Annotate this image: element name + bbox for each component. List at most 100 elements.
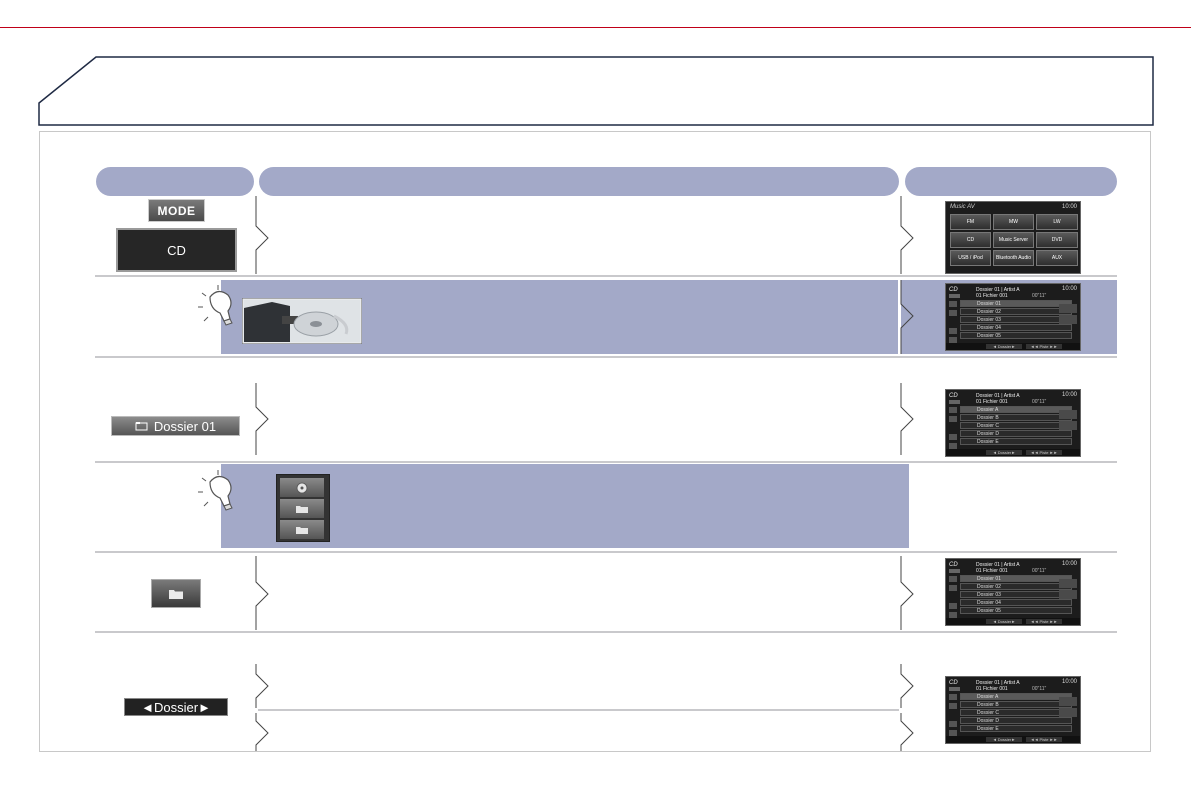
scroll-top-icon[interactable] — [949, 407, 957, 413]
screen-subfolder-list: CD Dossier 01 | Artist A 01 Fichier 001 … — [945, 389, 1081, 457]
timecode: 00"11" — [1032, 686, 1047, 692]
lightbulb-icon — [198, 285, 233, 326]
menu-item-fm[interactable]: FM — [950, 214, 991, 230]
menu-item-aux[interactable]: AUX — [1036, 250, 1078, 266]
folder-nav-button[interactable]: ◄ Dossier► — [986, 450, 1022, 455]
source-label: CD — [949, 287, 958, 293]
scroll-top-icon[interactable] — [949, 301, 957, 307]
scroll-down-icon[interactable] — [949, 434, 957, 440]
list-item[interactable]: Dossier 05 — [960, 607, 1072, 614]
scroll-top-icon[interactable] — [949, 694, 957, 700]
list-item[interactable]: Dossier 01 — [960, 575, 1072, 582]
list-item[interactable]: Dossier 03 — [960, 591, 1072, 598]
track-nav-button[interactable]: ◄◄ Piste ►► — [1026, 619, 1062, 624]
list-item[interactable]: Dossier E — [960, 438, 1072, 445]
list-item[interactable]: Dossier 02 — [960, 583, 1072, 590]
sub-row-separator — [258, 709, 899, 711]
scroll-down-icon[interactable] — [949, 328, 957, 334]
folder-button[interactable] — [151, 579, 201, 608]
disc-icon[interactable] — [1059, 304, 1077, 313]
menu-item-cd[interactable]: CD — [950, 232, 991, 248]
scroll-up-icon[interactable] — [949, 703, 957, 709]
source-label: CD — [949, 680, 958, 686]
folder-button[interactable] — [280, 520, 324, 539]
scroll-down-icon[interactable] — [949, 603, 957, 609]
cd-button[interactable]: CD — [116, 228, 237, 272]
mp3-badge — [949, 400, 960, 404]
list-item[interactable]: Dossier B — [960, 701, 1072, 708]
list-item[interactable]: Dossier E — [960, 725, 1072, 732]
track-info-line1: Dossier 01 | Artist A — [976, 287, 1020, 293]
chevron-right-icon — [900, 383, 914, 455]
list-item[interactable]: Dossier B — [960, 414, 1072, 421]
menu-item-mw[interactable]: MW — [993, 214, 1034, 230]
list-item[interactable]: Dossier C — [960, 709, 1072, 716]
menu-item-music-server[interactable]: Music Server — [993, 232, 1034, 248]
scroll-up-icon[interactable] — [949, 416, 957, 422]
track-info-line2: 01 Fichier 001 — [976, 399, 1008, 405]
folder-nav-button[interactable]: ◄ Dossier► — [986, 737, 1022, 742]
disc-button[interactable] — [280, 478, 324, 497]
folder-icon[interactable] — [1059, 315, 1077, 324]
mp3-badge — [949, 687, 960, 691]
folder-nav-button[interactable]: ◄ Dossier► — [986, 344, 1022, 349]
scroll-down-icon[interactable] — [949, 721, 957, 727]
row-separator — [95, 461, 1117, 463]
scroll-bottom-icon[interactable] — [949, 730, 957, 736]
track-nav-button[interactable]: ◄◄ Piste ►► — [1026, 344, 1062, 349]
source-label: CD — [949, 562, 958, 568]
list-item[interactable]: Dossier A — [960, 406, 1072, 413]
scroll-up-icon[interactable] — [949, 585, 957, 591]
icon-stack — [276, 474, 330, 542]
screen-time: 10:00 — [1061, 561, 1077, 567]
list-item[interactable]: Dossier C — [960, 422, 1072, 429]
screen-folder-list: CD Dossier 01 | Artist A 01 Fichier 001 … — [945, 283, 1081, 351]
list-item[interactable]: Dossier 01 — [960, 300, 1072, 307]
list-item[interactable]: Dossier 02 — [960, 308, 1072, 315]
track-info-line1: Dossier 01 | Artist A — [976, 393, 1020, 399]
track-info-line2: 01 Fichier 001 — [976, 568, 1008, 574]
screen-time: 10:00 — [1061, 286, 1077, 292]
list-item[interactable]: Dossier D — [960, 430, 1072, 437]
list-item[interactable]: Dossier 05 — [960, 332, 1072, 339]
track-nav-button[interactable]: ◄◄ Piste ►► — [1026, 450, 1062, 455]
disc-icon[interactable] — [1059, 697, 1077, 706]
folder-nav-button[interactable]: ◄ Dossier► — [986, 619, 1022, 624]
scroll-up-icon[interactable] — [949, 310, 957, 316]
source-label: CD — [949, 393, 958, 399]
menu-item-bluetooth-audio[interactable]: Bluetooth Audio — [993, 250, 1034, 266]
folder-button[interactable] — [280, 499, 324, 518]
menu-item-lw[interactable]: LW — [1036, 214, 1078, 230]
folder-icon[interactable] — [1059, 590, 1077, 599]
disc-icon[interactable] — [1059, 410, 1077, 419]
list-item[interactable]: Dossier 04 — [960, 324, 1072, 331]
scroll-bottom-icon[interactable] — [949, 443, 957, 449]
list-item[interactable]: Dossier 03 — [960, 316, 1072, 323]
row-separator — [95, 356, 1117, 358]
menu-item-dvd[interactable]: DVD — [1036, 232, 1078, 248]
folder-nav-button[interactable]: ◄Dossier► — [124, 698, 228, 716]
lightbulb-icon — [198, 470, 233, 511]
scroll-bottom-icon[interactable] — [949, 612, 957, 618]
menu-item-usb-ipod[interactable]: USB / iPod — [950, 250, 991, 266]
folder-icon — [296, 526, 308, 534]
chevron-right-icon — [255, 196, 269, 274]
screen-subfolder-list: CD Dossier 01 | Artist A 01 Fichier 001 … — [945, 676, 1081, 744]
track-nav-button[interactable]: ◄◄ Piste ►► — [1026, 737, 1062, 742]
folder-icon[interactable] — [1059, 421, 1077, 430]
disc-icon[interactable] — [1059, 579, 1077, 588]
scroll-bottom-icon[interactable] — [949, 337, 957, 343]
track-info-line2: 01 Fichier 001 — [976, 293, 1008, 299]
mode-button[interactable]: MODE — [148, 199, 205, 222]
scroll-top-icon[interactable] — [949, 576, 957, 582]
timecode: 00"11" — [1032, 293, 1047, 299]
list-item[interactable]: Dossier D — [960, 717, 1072, 724]
mp3-badge — [949, 569, 960, 573]
dossier-01-button[interactable]: Dossier 01 — [111, 416, 240, 436]
chevron-right-icon — [900, 556, 914, 630]
folder-icon — [169, 589, 183, 599]
screen-time: 10:00 — [1061, 679, 1077, 685]
list-item[interactable]: Dossier 04 — [960, 599, 1072, 606]
folder-icon[interactable] — [1059, 708, 1077, 717]
list-item[interactable]: Dossier A — [960, 693, 1072, 700]
